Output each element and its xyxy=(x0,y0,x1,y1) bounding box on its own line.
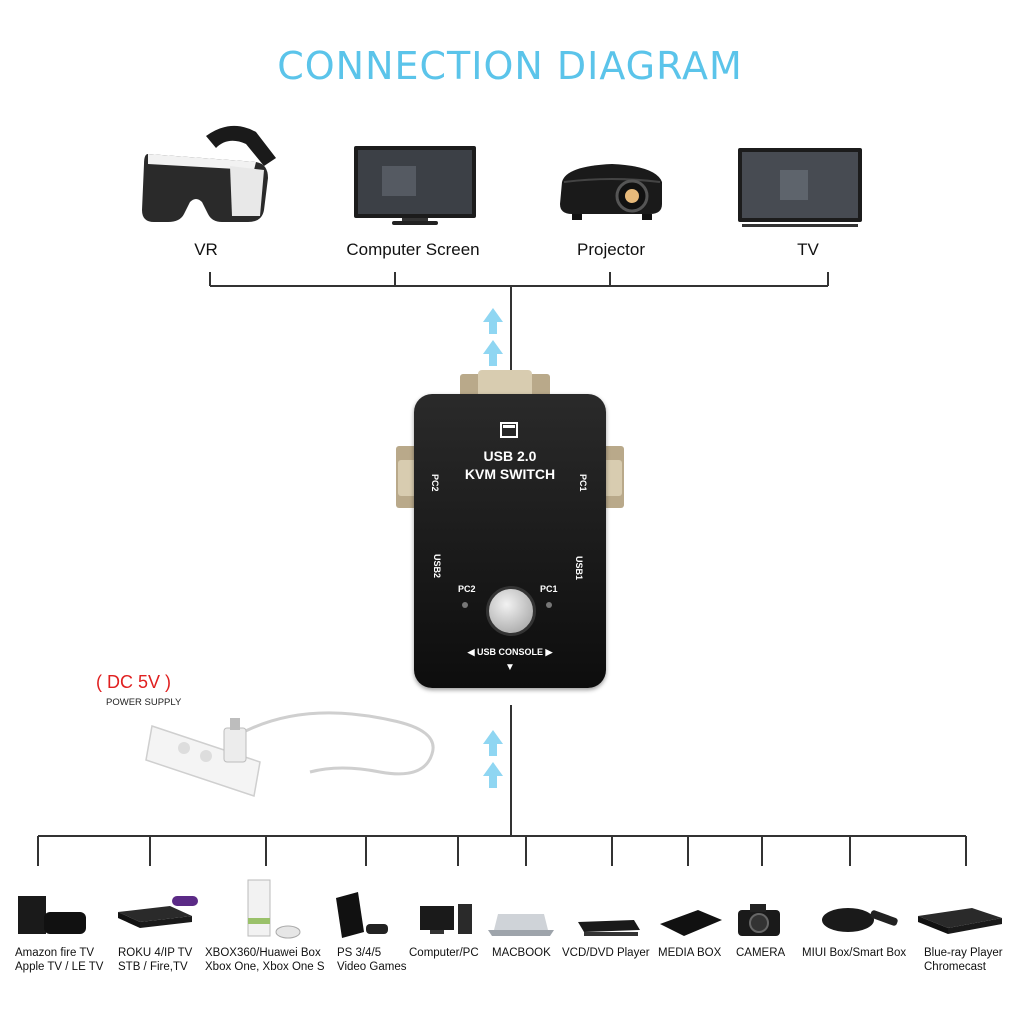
console-label-text: USB CONSOLE xyxy=(476,647,543,657)
kvm-body: USB 2.0 KVM SWITCH PC2 PC1 USB2 USB1 PC2… xyxy=(414,394,606,688)
camera-icon xyxy=(738,904,780,936)
source-label-macbook: MACBOOK xyxy=(492,947,551,959)
playstation-icon xyxy=(336,892,388,938)
output-label-projector: Projector xyxy=(576,240,646,259)
kvm-title-line2: KVM SWITCH xyxy=(464,466,556,482)
source-label-roku: ROKU 4/IP TV STB / Fire,TV xyxy=(118,947,193,973)
port-label-usb2: USB2 xyxy=(432,554,442,579)
output-label-vr: VR xyxy=(194,240,218,259)
bluray-player-icon xyxy=(918,908,1002,934)
power-voltage-label: ( DC 5V ) xyxy=(96,672,172,692)
kvm-switch-device: USB 2.0 KVM SWITCH PC2 PC1 USB2 USB1 PC2… xyxy=(396,368,624,698)
power-strip-icon xyxy=(145,711,435,797)
source-label-miui-box: MIUI Box/Smart Box xyxy=(802,947,907,959)
led-pc1 xyxy=(546,602,552,608)
port-label-usb1: USB1 xyxy=(574,556,584,581)
source-label-amazon-fire-tv: Amazon fire TV Apple TV / LE TV xyxy=(15,947,104,973)
diagram-title: CONNECTION DIAGRAM xyxy=(277,44,743,88)
xbox-console-icon xyxy=(247,879,301,939)
led-label-pc2: PC2 xyxy=(458,584,476,594)
kvm-title-line1: USB 2.0 xyxy=(483,448,537,464)
vr-headset-icon xyxy=(142,125,276,222)
source-label-dvd: VCD/DVD Player xyxy=(562,947,650,959)
switch-button[interactable] xyxy=(486,586,536,636)
projector-icon xyxy=(560,164,662,220)
source-label-camera: CAMERA xyxy=(736,947,786,959)
output-label-tv: TV xyxy=(797,240,819,259)
up-arrow-icon xyxy=(483,308,503,366)
source-label-ps: PS 3/4/5 Video Games xyxy=(337,947,407,973)
source-label-xbox: XBOX360/Huawei Box Xbox One, Xbox One S xyxy=(205,947,325,973)
media-box-icon xyxy=(660,910,722,936)
desktop-pc-icon xyxy=(420,904,472,934)
streaming-box-icon xyxy=(18,896,86,934)
laptop-icon xyxy=(488,914,554,936)
source-label-computer: Computer/PC xyxy=(409,947,479,959)
arrow-right-icon: ▶ xyxy=(543,647,553,657)
roku-box-icon xyxy=(118,896,198,928)
monitor-icon xyxy=(500,422,518,438)
smart-box-icon xyxy=(822,908,898,932)
dvd-player-icon xyxy=(578,920,640,936)
power-supply-label: POWER SUPPLY xyxy=(106,697,182,708)
up-arrow-icon xyxy=(483,730,503,788)
vga-connector-icon xyxy=(396,370,624,508)
monitor-icon xyxy=(354,146,476,225)
port-label-pc2: PC2 xyxy=(430,474,440,492)
source-label-media-box: MEDIA BOX xyxy=(658,947,722,959)
led-label-pc1: PC1 xyxy=(540,584,558,594)
arrow-left-icon: ◀ xyxy=(467,647,477,657)
led-pc2 xyxy=(462,602,468,608)
source-label-bluray: Blue-ray Player Chromecast xyxy=(924,947,1003,973)
output-label-computer-screen: Computer Screen xyxy=(346,240,480,259)
arrow-down-icon: ▼ xyxy=(505,662,515,673)
console-label: ◀ USB CONSOLE ▶ xyxy=(414,647,606,658)
tv-icon xyxy=(738,148,862,227)
port-label-pc1: PC1 xyxy=(578,474,588,492)
